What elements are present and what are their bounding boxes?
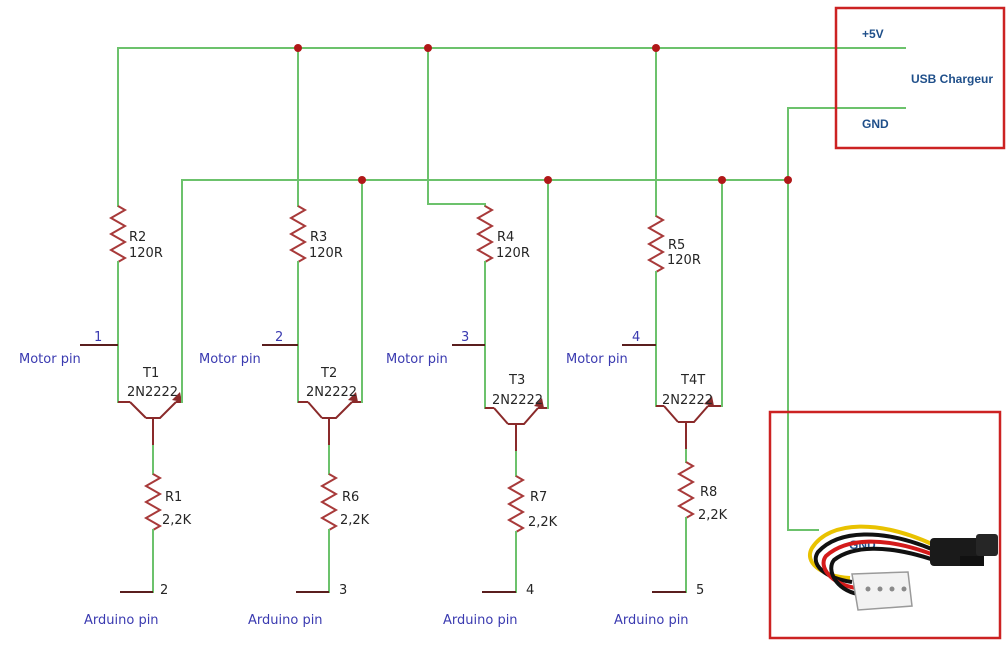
ch3-motor-pin-label: Motor pin [386,352,448,367]
ch1-r-bot-value: 2,2K [162,513,192,528]
ch1-arduino-pin-label: Arduino pin [84,613,159,628]
ch4-transistor-arrow [704,396,714,406]
ch4-r-top-value: 120R [667,253,701,268]
usb-plus-5v-label: +5V [862,27,884,41]
ch2-transistor-arrow [348,392,358,402]
ch1-motor-pin-number: 1 [94,330,102,345]
ch1-transistor-type: 2N2222 [127,385,178,400]
gnd-feed-wire [787,107,906,181]
ch4-transistor-t4 [656,405,722,450]
ch3-arduino-pin-number: 4 [526,583,534,598]
ch1-r-bot-name: R1 [165,490,182,505]
usb-charger-box: +5V USB Chargeur GND [834,6,1006,150]
ch2-arduino-pin-label: Arduino pin [248,613,323,628]
ch4-arduino-pin-label: Arduino pin [614,613,689,628]
ch4-r-bot-name: R8 [700,485,717,500]
ch2-r-bot-name: R6 [342,490,359,505]
ch4-motor-pin-number: 4 [632,330,640,345]
ch2-r-top-name: R3 [310,230,327,245]
usb-gnd-label: GND [862,117,889,131]
ch3-resistor-r4 [475,205,495,263]
ch3-transistor-arrow [534,398,544,408]
usb-highlight-box [834,6,1006,150]
ch4-r-top-name: R5 [668,238,685,253]
sata-gnd-wire [787,179,819,531]
sata-molex-box: GND [768,410,1002,640]
ch3-r-top-value: 120R [496,246,530,261]
ch1-arduino-pin-number: 2 [160,583,168,598]
junction-dot [652,44,660,52]
sata-highlight-box [768,410,1002,640]
junction-dot [294,44,302,52]
junction-dot [544,176,552,184]
ch2-transistor-t2 [298,401,362,446]
ch2-r-bot-value: 2,2K [340,513,370,528]
ch3-transistor-t3 [485,407,548,452]
ch1-transistor-name: T1 [142,366,159,381]
ch3-motor-pin-number: 3 [461,330,469,345]
ch3-transistor-type: 2N2222 [492,393,543,408]
ch2-r-top-value: 120R [309,246,343,261]
channel-2 [262,47,363,593]
ch2-arduino-pin-number: 3 [339,583,347,598]
ch1-r-top-value: 120R [129,246,163,261]
ch4-transistor-type: 2N2222 [662,393,713,408]
ch4-transistor-name: T4T [680,373,705,388]
junction-dot [784,176,792,184]
ch4-motor-pin-label: Motor pin [566,352,628,367]
ch1-transistor-t1 [118,401,182,446]
ch3-r-bot-value: 2,2K [528,515,558,530]
usb-charger-title: USB Chargeur [911,72,993,86]
ch1-motor-pin-label: Motor pin [19,352,81,367]
ch2-resistor-r6 [319,473,339,531]
power-rails [117,47,906,531]
ch3-resistor-r7 [506,475,526,533]
junction-dot [718,176,726,184]
junction-dot [424,44,432,52]
ch2-motor-pin-label: Motor pin [199,352,261,367]
ch1-resistor-r2 [108,205,128,263]
channel-4 [622,47,723,593]
junction-dot [358,176,366,184]
ch2-transistor-type: 2N2222 [306,385,357,400]
ch3-vcc-wire [427,47,486,207]
junctions [294,44,792,184]
ch4-arduino-pin-number: 5 [696,583,704,598]
channel-3 [427,47,549,593]
ch4-resistor-r5 [646,215,666,273]
sata-molex-cable-icon [808,524,998,611]
ch2-resistor-r3 [288,205,308,263]
ch3-r-top-name: R4 [497,230,514,245]
ch3-transistor-name: T3 [508,373,525,388]
channel-1 [80,47,183,593]
ch1-resistor-r1 [143,473,163,531]
ch3-arduino-pin-label: Arduino pin [443,613,518,628]
ch3-r-bot-name: R7 [530,490,547,505]
ch1-r-top-name: R2 [129,230,146,245]
ch2-transistor-name: T2 [320,366,337,381]
ch2-motor-pin-number: 2 [275,330,283,345]
ch4-resistor-r8 [676,461,696,519]
ch1-transistor-arrow [172,392,182,402]
ch4-r-bot-value: 2,2K [698,508,728,523]
